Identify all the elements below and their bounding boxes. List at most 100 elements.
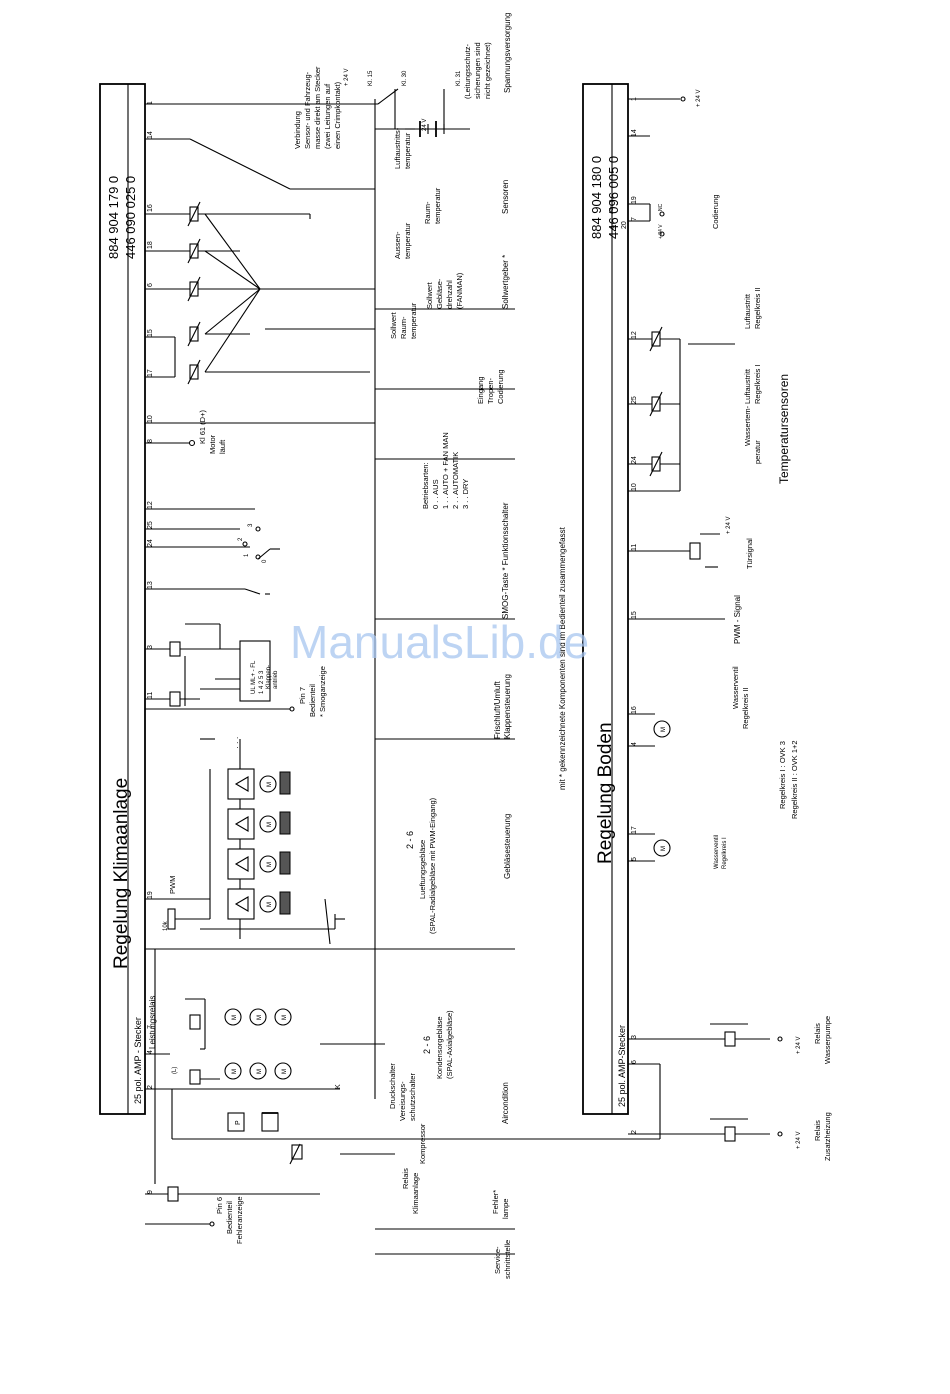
motor-1: Kl 61 (D+) xyxy=(198,410,207,444)
sensor-luftaustritt-1: Luftaustritts- xyxy=(393,127,402,169)
svg-text:17: 17 xyxy=(631,826,638,834)
flap-actuator-2: 1 4 2 5 3 xyxy=(259,670,265,694)
aircon-3: schutzschalter xyxy=(408,1073,417,1121)
svg-text:M: M xyxy=(232,1015,238,1020)
left-pin-9: 9 xyxy=(147,1190,154,1194)
mode-3: 3 . . DRY xyxy=(461,479,470,509)
left-pin-11: 11 xyxy=(147,692,154,699)
setpoint-fan-4: (FANMAN) xyxy=(455,272,464,309)
switch-3: 3 xyxy=(248,523,254,527)
flap-actuator xyxy=(239,640,271,702)
sensor-aussen-2: temperatur xyxy=(403,222,412,259)
blower-label-1: Lueftungsgebläse xyxy=(418,840,427,899)
blower-count: 2 - 6 xyxy=(405,831,415,849)
switch-2: 2 xyxy=(238,537,244,541)
ground-note-3: masse direkt am Stecker xyxy=(313,66,322,149)
left-pin-13: 13 xyxy=(147,581,154,589)
error-lamp-1: Fehler* xyxy=(491,1190,500,1214)
left-pin-15: 15 xyxy=(147,329,154,337)
door-voltage: + 24 V xyxy=(726,516,732,534)
svg-text:14: 14 xyxy=(631,129,638,137)
valve1-2: Regelkreis I xyxy=(722,837,728,869)
svg-text:M: M xyxy=(282,1015,288,1020)
floor-sensor-water-1: Wassertem- xyxy=(743,405,752,446)
left-pin-4: 4 xyxy=(147,1050,154,1054)
flap-actuator-4: antrieb xyxy=(273,670,279,689)
footnote: mit * gekennzeichnete Komponenten sind i… xyxy=(558,526,567,790)
mode-1: 1 . . AUTO + FAN MAN xyxy=(441,432,450,509)
smog-1: Pin 7 xyxy=(298,687,307,704)
svg-text:16: 16 xyxy=(631,706,638,714)
valve2-2: Regelkreis II xyxy=(741,687,750,729)
fuse-note-3: nicht gezeichnet) xyxy=(483,42,492,99)
left-pin-24: 24 xyxy=(147,539,154,547)
blower-pwm: PWM xyxy=(168,876,177,894)
aircon-section: Aircondition xyxy=(501,1082,510,1124)
watermark: ManualsLib.de xyxy=(290,616,589,668)
modes-heading: Betriebsarten: xyxy=(421,462,430,509)
tropen-1: Eingang xyxy=(476,376,485,404)
left-pin-18: 18 xyxy=(147,241,154,249)
svg-text:2: 2 xyxy=(631,1130,638,1134)
pressure-symbol: P xyxy=(235,1120,242,1125)
setpoint-room-1: Sollwert xyxy=(389,311,398,339)
battery-voltage: 24 V xyxy=(422,119,428,131)
svg-text:M: M xyxy=(267,822,273,827)
heater-voltage: + 24 V xyxy=(796,1131,802,1149)
left-part-number-1: 884 904 179 0 xyxy=(106,176,121,259)
left-pin-14: 14 xyxy=(147,131,154,139)
left-module-title: Regelung Klimaanlage xyxy=(111,778,132,969)
floor-sensor-la1-2: Regelkreis I xyxy=(753,364,762,404)
blower-units: M M M M xyxy=(227,768,291,920)
svg-text:5: 5 xyxy=(631,857,638,861)
floor-sensor-water-2: peratur xyxy=(753,440,762,464)
floor-sensor-la2-2: Regelkreis II xyxy=(753,287,762,329)
svg-text:12: 12 xyxy=(631,331,638,339)
sensor-raum-2: temperatur xyxy=(433,187,442,224)
relay-klima-2: Klimaanlage xyxy=(411,1173,420,1214)
circuit-1: Regelkreis I : OVK 3 xyxy=(778,741,787,809)
heater-label-1: Relais xyxy=(813,1120,822,1141)
condenser-count: 2 - 6 xyxy=(422,1036,432,1054)
aircon-2: Vereisungs- xyxy=(398,1081,407,1121)
svg-text:M: M xyxy=(282,1069,288,1074)
error-pin-3: Fehleranzeige xyxy=(235,1196,244,1244)
blower-dots: · · · xyxy=(233,737,242,749)
svg-text:10: 10 xyxy=(631,483,638,491)
svg-text:M: M xyxy=(267,782,273,787)
setpoint-fan-3: drehzahl xyxy=(445,280,454,309)
floor-sensor-symbols xyxy=(649,326,663,477)
left-pin-1: 1 xyxy=(147,101,154,105)
floor-sensor-la2-1: Luftaustritt xyxy=(743,293,752,329)
right-connector-label: 25 pol. AMP-Stecker xyxy=(617,1025,627,1107)
right-supply-voltage: + 24 V xyxy=(696,89,702,107)
left-pin-12: 12 xyxy=(147,501,154,509)
left-pin-2: 2 xyxy=(147,1085,154,1089)
ground-note-4: (zwei Leitungen auf xyxy=(323,83,332,149)
left-pin-19: 19 xyxy=(147,891,154,899)
sensor-luftaustritt-2: temperatur xyxy=(403,132,412,169)
setpoint-room-3: temperatur xyxy=(409,302,418,339)
svg-text:M: M xyxy=(661,846,667,851)
motor-3: läuft xyxy=(218,439,227,454)
valve1-1: Wasserventil xyxy=(714,835,720,869)
l-line: (L) xyxy=(172,1067,178,1074)
sensor-aussen-1: Aussen- xyxy=(393,231,402,259)
svg-text:M: M xyxy=(257,1015,263,1020)
svg-text:M: M xyxy=(267,902,273,907)
right-module-frame xyxy=(582,83,629,1115)
ground-note-1: Verbindung xyxy=(293,111,302,149)
left-pin-numbers: 1 14 16 18 6 15 17 10 8 12 25 24 13 3 11… xyxy=(147,101,154,1194)
left-pin-6: 6 xyxy=(147,283,154,287)
circuit-2: Regelkreis II : OVK 1+2 xyxy=(790,740,799,819)
door-label: Türsignal xyxy=(745,538,754,569)
flap-actuator-1: UL ML+ - FL xyxy=(251,660,257,694)
left-pin-17: 17 xyxy=(147,369,154,377)
blower-section: Gebläsesteuerung xyxy=(503,814,512,879)
error-lamp-2: lampe xyxy=(501,1199,510,1219)
blower-resistor: 10k xyxy=(163,920,169,931)
left-connector-label: 25 pol. AMP - Stecker xyxy=(133,1017,143,1104)
coding-voltage: + 24 V xyxy=(658,224,664,239)
k-line: K xyxy=(335,1084,342,1089)
